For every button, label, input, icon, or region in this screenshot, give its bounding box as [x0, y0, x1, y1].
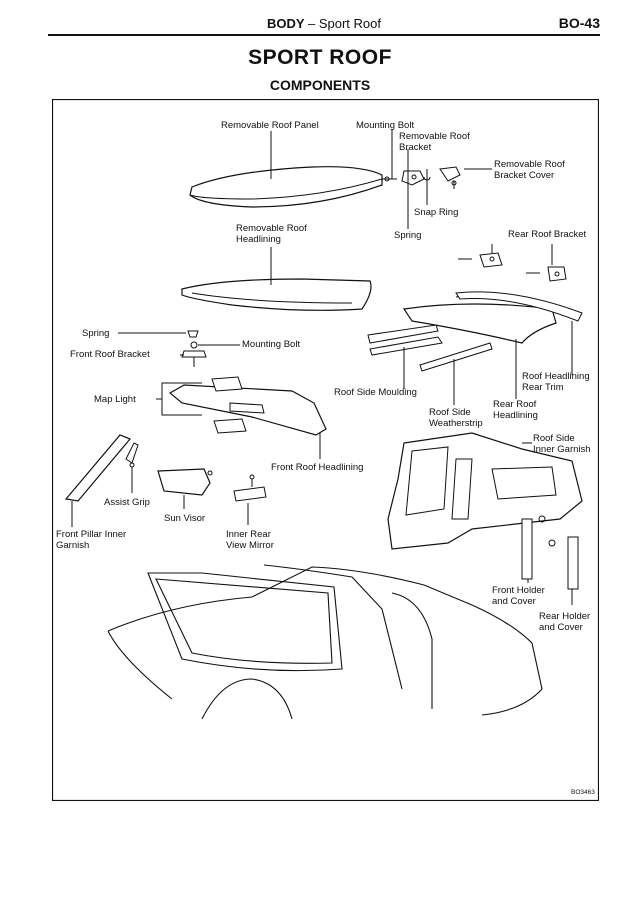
label-front-pillar-inner-garnish: Front Pillar Inner Garnish [56, 529, 127, 551]
page-title: SPORT ROOF [248, 46, 392, 69]
label-front-holder-and-cover: Front Holder and Cover [492, 585, 545, 607]
header-title: BODY – Sport Roof [48, 16, 600, 31]
label-assist-grip: Assist Grip [104, 497, 150, 508]
front-roof-headlining-part [168, 384, 327, 436]
holder-cover-part [521, 515, 579, 590]
components-diagram: Removable Roof Panel Mounting Bolt Remov… [52, 99, 599, 801]
label-front-roof-bracket: Front Roof Bracket [70, 349, 150, 360]
header-separator: – [307, 16, 316, 31]
label-removable-roof-bracket: Removable Roof Bracket [399, 131, 470, 153]
figure-code: BO3463 [571, 789, 595, 796]
label-snap-ring: Snap Ring [414, 207, 459, 218]
page-header: BODY – Sport Roof BO-43 [48, 10, 600, 36]
removable-roof-panel-part [189, 166, 383, 208]
label-roof-side-inner-garnish: Roof Side Inner Garnish [533, 433, 591, 455]
map-light-part [211, 376, 247, 434]
front-pillar-garnish-part [64, 434, 131, 502]
roof-side-moulding-part [367, 324, 443, 356]
roof-side-inner-garnish-part [387, 432, 583, 550]
label-rear-roof-headlining: Rear Roof Headlining [493, 399, 538, 421]
rear-trim-part [455, 291, 583, 322]
label-inner-rear-view-mirror: Inner Rear View Mirror [226, 529, 274, 551]
label-front-roof-headlining: Front Roof Headlining [271, 462, 364, 473]
leader-map-light [156, 382, 202, 416]
removable-roof-headlining-part [181, 278, 372, 311]
header-rule [48, 34, 600, 36]
header-subsection: Sport Roof [318, 16, 381, 31]
label-removable-roof-headlining: Removable Roof Headlining [236, 223, 307, 245]
label-sun-visor: Sun Visor [164, 513, 206, 524]
header-section: BODY [267, 16, 305, 31]
label-rear-holder-and-cover: Rear Holder and Cover [539, 611, 591, 633]
car-body-outline [107, 564, 543, 720]
roof-side-weatherstrip-part [419, 342, 493, 372]
label-mounting-bolt-left: Mounting Bolt [242, 339, 301, 350]
label-spring-top: Spring [394, 230, 422, 241]
page-number: BO-43 [558, 15, 600, 31]
section-title: COMPONENTS [269, 77, 371, 93]
label-map-light: Map Light [94, 394, 136, 405]
sun-visor-part [157, 468, 213, 496]
label-spring-left: Spring [82, 328, 110, 339]
label-mounting-bolt-top: Mounting Bolt [356, 120, 415, 131]
removable-roof-bracket-part [382, 129, 492, 229]
label-roof-side-weatherstrip: Roof Side Weatherstrip [429, 407, 483, 429]
rear-view-mirror-part [233, 474, 267, 502]
front-roof-bracket-part [181, 330, 207, 367]
label-roof-headlining-rear-trim: Roof Headlining Rear Trim [522, 371, 590, 393]
label-roof-side-moulding: Roof Side Moulding [334, 387, 417, 398]
label-removable-roof-bracket-cover: Removable Roof Bracket Cover [494, 159, 565, 181]
label-removable-roof-panel: Removable Roof Panel [221, 120, 319, 131]
diagram-drawing [52, 99, 599, 801]
rear-roof-bracket-part [458, 244, 567, 282]
assist-grip-part [125, 442, 139, 468]
label-rear-roof-bracket: Rear Roof Bracket [508, 229, 587, 240]
diagram-border [52, 99, 599, 801]
